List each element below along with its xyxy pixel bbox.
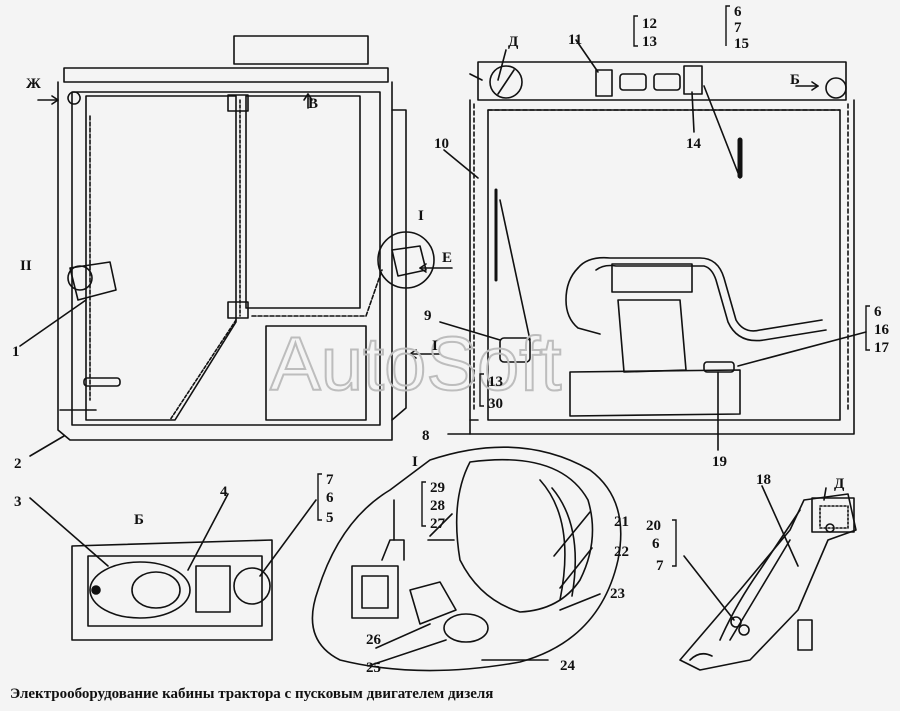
- label-4: 4: [220, 484, 228, 500]
- label-roman-1-mid: I: [432, 338, 438, 354]
- label-roman-1-detail: I: [412, 454, 418, 470]
- upper-clamp: [227, 94, 249, 112]
- cab-frame-inner: [71, 91, 381, 426]
- label-6c: 6: [326, 490, 334, 506]
- detail-i-headlight: [311, 446, 622, 672]
- label-17: 17: [874, 340, 890, 356]
- label-29: 29: [430, 480, 445, 496]
- label-15: 15: [734, 36, 749, 52]
- cab-frame-outer: [57, 81, 393, 441]
- roof-vent: [233, 35, 369, 65]
- headlight-clamp: [443, 613, 489, 643]
- label-9: 9: [424, 308, 432, 324]
- label-13a: 13: [642, 34, 657, 50]
- label-6d: 6: [652, 536, 660, 552]
- label-16: 16: [874, 322, 890, 338]
- diagram-caption: Электрооборудование кабины трактора с пу…: [10, 686, 494, 702]
- label-zh: Ж: [26, 76, 41, 92]
- label-d-top: Д: [508, 34, 519, 50]
- label-b-detail: Б: [134, 512, 144, 528]
- label-22: 22: [614, 544, 629, 560]
- beacon-base: [89, 561, 191, 619]
- rear-roof-beam: [477, 61, 847, 101]
- rear-post: [391, 109, 407, 421]
- label-18: 18: [756, 472, 771, 488]
- label-roman-1-top: I: [418, 208, 424, 224]
- label-30: 30: [488, 396, 503, 412]
- detail-d-lamp: [679, 485, 857, 671]
- label-5: 5: [326, 510, 334, 526]
- label-20: 20: [646, 518, 661, 534]
- detail-b-beacon: [29, 493, 317, 641]
- rear-light-9: [499, 337, 531, 363]
- label-e: Е: [442, 250, 452, 266]
- connector-block-11: [595, 69, 613, 97]
- label-13b: 13: [488, 374, 503, 390]
- left-beacon: [489, 65, 523, 99]
- lamp-box: [811, 497, 855, 533]
- beacon-dome: [233, 567, 271, 605]
- detail-circle-i: [377, 231, 435, 289]
- headlight-bracket: [409, 581, 457, 625]
- watermark: AutoSoft: [270, 322, 562, 407]
- label-7b: 7: [326, 472, 334, 488]
- detail-i-outline: [311, 446, 622, 672]
- door-window: [85, 95, 237, 421]
- callout-brackets: [317, 5, 870, 567]
- beacon-lamp: [131, 571, 181, 609]
- label-19: 19: [712, 454, 727, 470]
- plug-12: [619, 73, 647, 91]
- plate-lamp-19: [703, 361, 735, 373]
- label-10: 10: [434, 136, 449, 152]
- label-28: 28: [430, 498, 445, 514]
- label-v: В: [308, 96, 318, 112]
- label-24: 24: [560, 658, 576, 674]
- label-b-top: Б: [790, 72, 800, 88]
- roof-beam: [63, 67, 389, 83]
- cab-side-view: [19, 35, 453, 457]
- plug-13: [653, 73, 681, 91]
- label-21: 21: [614, 514, 629, 530]
- door-handle: [83, 377, 121, 387]
- switch-14: [683, 65, 703, 95]
- label-roman-2: II: [20, 258, 32, 274]
- label-d-detail: Д: [834, 476, 845, 492]
- rear-hatch: [617, 299, 687, 373]
- label-7c: 7: [656, 558, 664, 574]
- rear-panel-contour: [577, 256, 823, 332]
- side-panel: [265, 325, 367, 421]
- label-2: 2: [14, 456, 22, 472]
- label-6b: 6: [874, 304, 882, 320]
- label-25: 25: [366, 660, 381, 676]
- cab-rear-view: [439, 39, 867, 451]
- lower-clamp: [227, 301, 249, 319]
- label-27: 27: [430, 516, 446, 532]
- detail-d-outline: [679, 493, 857, 671]
- detail-circle-ii: [67, 265, 93, 291]
- right-beacon: [825, 77, 847, 99]
- label-26: 26: [366, 632, 382, 648]
- label-8: 8: [422, 428, 430, 444]
- headlight-housing: [455, 458, 594, 613]
- label-3: 3: [14, 494, 22, 510]
- label-6a: 6: [734, 4, 742, 20]
- label-12: 12: [642, 16, 657, 32]
- headlight-mount: [351, 565, 399, 619]
- label-7a: 7: [734, 20, 742, 36]
- label-23: 23: [610, 586, 625, 602]
- rear-frame-outer: [469, 99, 855, 435]
- beacon-bracket: [195, 565, 231, 613]
- side-lamp: [69, 261, 117, 301]
- detail-b-frame: [71, 539, 273, 641]
- rear-plate: [611, 263, 693, 293]
- label-1: 1: [12, 344, 20, 360]
- rear-lower-panel: [569, 369, 741, 417]
- callout-labels: Ж В I II Е I 1 2 Д 11 12 13 6 7 15 Б 14 …: [12, 4, 890, 676]
- corner-fitting: [67, 91, 81, 105]
- label-11: 11: [568, 32, 582, 48]
- label-14: 14: [686, 136, 702, 152]
- rear-window: [245, 95, 361, 309]
